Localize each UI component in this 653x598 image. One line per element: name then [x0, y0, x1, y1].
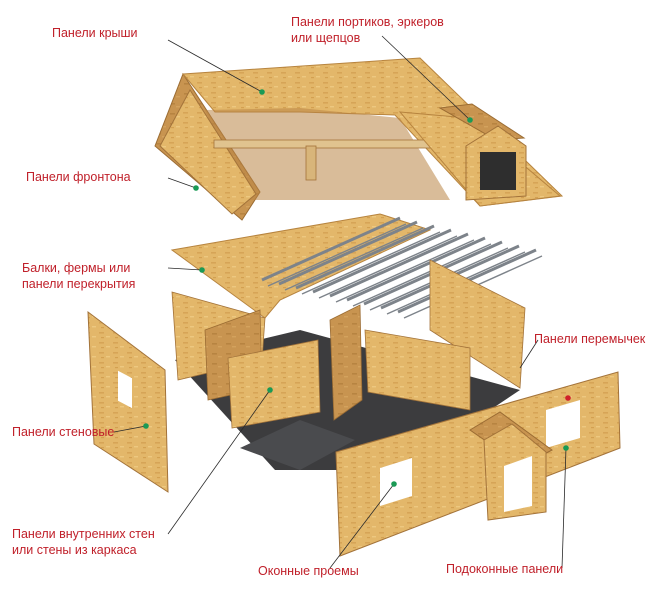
roof-underside	[205, 108, 450, 200]
joist	[278, 220, 418, 286]
label-sill-panels: Подоконные панели	[446, 562, 564, 576]
front-window-right	[546, 400, 580, 448]
marker-sill	[563, 445, 569, 451]
roof-post	[305, 145, 317, 181]
side-wall-opening	[118, 370, 132, 409]
joist-chord	[352, 243, 492, 307]
joist	[329, 232, 469, 298]
marker-gable	[193, 185, 199, 191]
inner-wall-d	[364, 329, 471, 411]
label-lintel-panels: Панели перемычек	[534, 332, 646, 346]
label-inner-walls: Панели внутренних стен или стены из карк…	[12, 526, 155, 558]
label-roof-panels: Панели крыши	[52, 26, 138, 40]
label-gable-panels: Панели фронтона	[26, 170, 131, 184]
label-window-openings: Оконные проемы	[258, 564, 359, 578]
joist-chord	[335, 239, 475, 303]
front-wall-assembly	[335, 371, 621, 557]
marker-roof	[259, 89, 265, 95]
joist-chord	[284, 227, 424, 291]
marker-beams	[199, 267, 205, 273]
marker-window	[391, 481, 397, 487]
dormer-opening	[480, 152, 516, 190]
callout-markers	[143, 89, 571, 487]
joist	[346, 236, 486, 302]
leader-lines	[113, 35, 567, 569]
joist	[312, 228, 452, 294]
front-window-left	[380, 458, 412, 506]
gable-panel	[159, 89, 257, 215]
roof-assembly	[154, 57, 564, 221]
label-portico-line1: Панели портиков, эркеров	[291, 15, 444, 29]
marker-lintel	[565, 395, 571, 401]
interior-floor-tile	[240, 420, 355, 470]
label-beams-line1: Балки, фермы или	[22, 261, 131, 275]
back-wall-right	[429, 259, 526, 389]
marker-wall	[143, 423, 149, 429]
joist-chord	[318, 235, 458, 299]
marker-portico	[467, 117, 473, 123]
inner-wall-b	[227, 339, 321, 429]
label-inner-walls-line1: Панели внутренних стен	[12, 527, 155, 541]
label-inner-walls-line2: или стены из каркаса	[12, 543, 137, 557]
joist	[261, 216, 401, 282]
inner-wall-c	[329, 304, 363, 421]
joist-chord	[301, 231, 441, 295]
label-beams-line2: панели перекрытия	[22, 277, 136, 291]
marker-inner-wall	[267, 387, 273, 393]
joist	[295, 224, 435, 290]
porch-opening	[504, 456, 532, 512]
label-wall-panels: Панели стеновые	[12, 425, 115, 439]
label-beams: Балки, фермы или панели перекрытия	[22, 260, 135, 292]
ridge-beam	[213, 139, 445, 149]
label-portico-line2: или щепцов	[291, 31, 361, 45]
floor-deck-panel	[170, 213, 432, 319]
joist-chord	[267, 223, 407, 287]
label-portico-panels: Панели портиков, эркеров или щепцов	[291, 14, 444, 46]
